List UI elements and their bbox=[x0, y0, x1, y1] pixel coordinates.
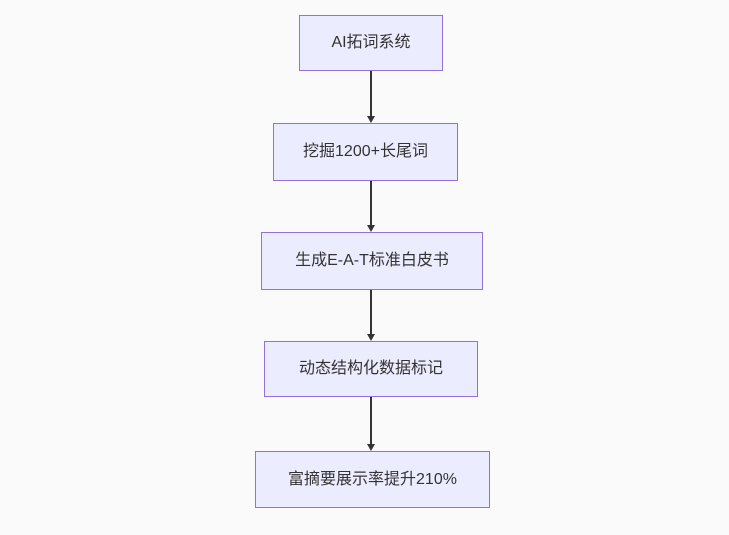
flowchart-node-structured-data: 动态结构化数据标记 bbox=[264, 341, 478, 397]
arrow-line bbox=[370, 181, 372, 225]
arrowhead-down-icon bbox=[367, 225, 375, 232]
node-label: AI拓词系统 bbox=[331, 34, 411, 52]
arrowhead-down-icon bbox=[367, 334, 375, 341]
flowchart-node-longtail-keywords: 挖掘1200+长尾词 bbox=[273, 123, 458, 181]
flowchart-node-eat-whitepaper: 生成E-A-T标准白皮书 bbox=[261, 232, 483, 290]
flow-arrow-3 bbox=[366, 290, 376, 341]
flow-arrow-4 bbox=[366, 397, 376, 451]
node-label: 富摘要展示率提升210% bbox=[288, 470, 457, 488]
node-label: 动态结构化数据标记 bbox=[298, 360, 443, 378]
flowchart-node-rich-snippet-result: 富摘要展示率提升210% bbox=[255, 451, 490, 508]
node-label: 挖掘1200+长尾词 bbox=[303, 143, 428, 161]
arrow-line bbox=[370, 397, 372, 444]
arrowhead-down-icon bbox=[367, 116, 375, 123]
flow-arrow-1 bbox=[366, 71, 376, 123]
arrow-line bbox=[370, 71, 372, 116]
arrowhead-down-icon bbox=[367, 444, 375, 451]
node-label: 生成E-A-T标准白皮书 bbox=[295, 252, 449, 270]
flowchart-node-ai-keyword-system: AI拓词系统 bbox=[299, 15, 443, 71]
flow-arrow-2 bbox=[366, 181, 376, 232]
arrow-line bbox=[370, 290, 372, 334]
